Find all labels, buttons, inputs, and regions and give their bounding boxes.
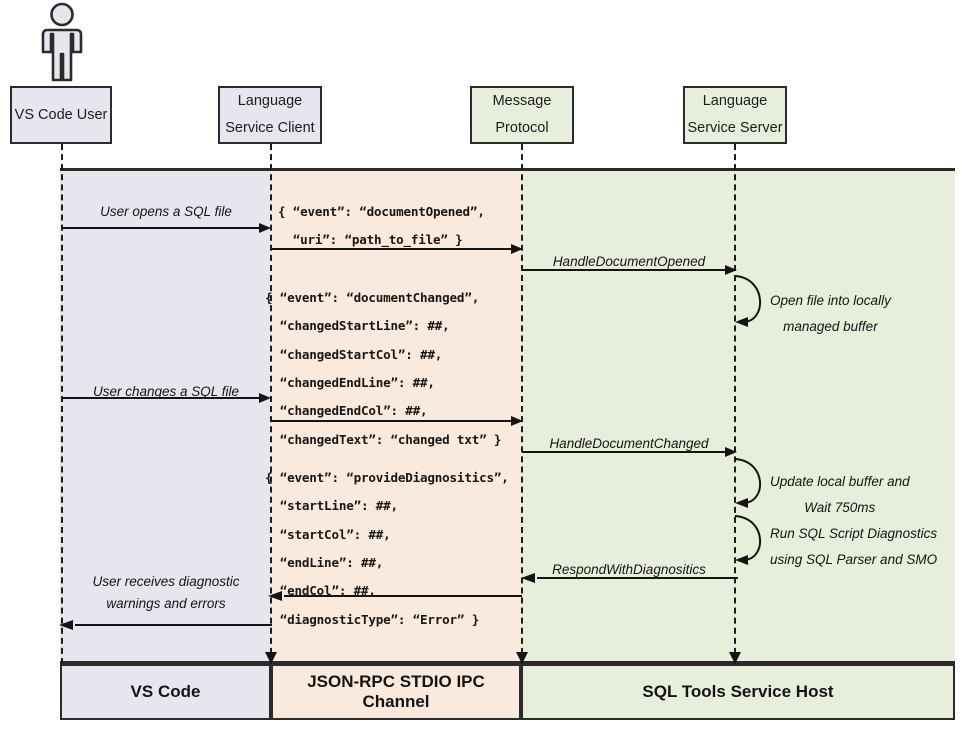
message-arrow-user-receives-diagnostics <box>59 617 273 633</box>
message-label-user-opens-sql-file: User opens a SQL file <box>100 204 232 219</box>
note-open-file: Open file into locally managed buffer <box>770 293 891 334</box>
message-arrow-client-to-protocol-changed <box>270 413 525 429</box>
participant-label-line2: Protocol <box>495 120 549 136</box>
self-call-open-file <box>733 272 783 330</box>
message-label-handle-document-changed: HandleDocumentChanged <box>549 436 709 451</box>
footer-label: VS Code <box>130 682 201 701</box>
note-run-diagnostics: Run SQL Script Diagnostics using SQL Par… <box>770 526 938 567</box>
lifeline-terminator-server <box>727 651 743 665</box>
participant-label-line1: VS Code User <box>14 106 108 123</box>
payload-provide-diagnositics: { “event”: “provideDiagnositics”, “start… <box>265 470 509 627</box>
lifeline-terminator-protocol <box>514 651 530 665</box>
participant-message-protocol[interactable]: Message Protocol <box>470 86 574 144</box>
participant-language-service-server[interactable]: Language Service Server <box>683 86 787 144</box>
participant-label-line1: Message <box>492 93 552 110</box>
self-call-run-diagnostics <box>733 512 783 568</box>
note-update-buffer: Update local buffer and Wait 750ms <box>770 474 910 515</box>
lifeline-language-service-client <box>270 144 272 664</box>
participant-language-service-client[interactable]: Language Service Client <box>218 86 322 144</box>
lifeline-terminator-client <box>263 651 279 665</box>
footer-label: JSON-RPC STDIO IPC Channel <box>307 672 485 711</box>
band-vs-code <box>60 170 271 662</box>
payload-document-changed: { “event”: “documentChanged”, “changedSt… <box>265 290 502 447</box>
participant-label-line2: Service Client <box>225 120 315 136</box>
message-arrow-client-to-protocol-opened <box>270 241 525 257</box>
participant-label-line2: Service Server <box>687 120 783 136</box>
message-label-handle-document-opened: HandleDocumentOpened <box>552 254 706 269</box>
vs-code-user-actor-icon <box>30 2 94 86</box>
message-label-user-receives-diagnostics: User receives diagnostic warnings and er… <box>92 574 240 612</box>
payload-document-opened: { “event”: “documentOpened”, “uri”: “pat… <box>278 204 485 248</box>
message-arrow-respond-with-diagnositics <box>521 570 739 586</box>
message-arrow-user-changes-sql-file <box>61 390 273 406</box>
band-bottom-rule <box>60 661 955 664</box>
message-arrow-handle-document-opened <box>521 262 739 278</box>
message-arrow-user-opens-sql-file <box>61 220 273 236</box>
lifeline-language-service-server <box>734 144 736 664</box>
message-arrow-handle-document-changed <box>521 444 739 460</box>
participant-label-line1: Language <box>237 93 303 110</box>
message-arrow-protocol-to-client-diagnostics <box>268 588 523 604</box>
message-label-user-changes-sql-file: User changes a SQL file <box>92 384 240 399</box>
lifeline-vs-code-user <box>61 144 63 664</box>
band-ipc-channel <box>271 170 521 662</box>
lifeline-message-protocol <box>521 144 523 664</box>
self-call-update-buffer <box>733 455 783 511</box>
footer-vs-code[interactable]: VS Code <box>60 664 271 720</box>
footer-ipc-channel[interactable]: JSON-RPC STDIO IPC Channel <box>271 664 521 720</box>
participant-label-line1: Language <box>702 93 768 110</box>
band-top-rule <box>60 168 955 171</box>
footer-service-host[interactable]: SQL Tools Service Host <box>521 664 955 720</box>
participant-vs-code-user[interactable]: VS Code User <box>10 86 112 144</box>
message-label-respond-with-diagnositics: RespondWithDiagnositics <box>552 562 706 577</box>
band-service-host <box>521 170 955 662</box>
footer-label: SQL Tools Service Host <box>642 682 834 701</box>
